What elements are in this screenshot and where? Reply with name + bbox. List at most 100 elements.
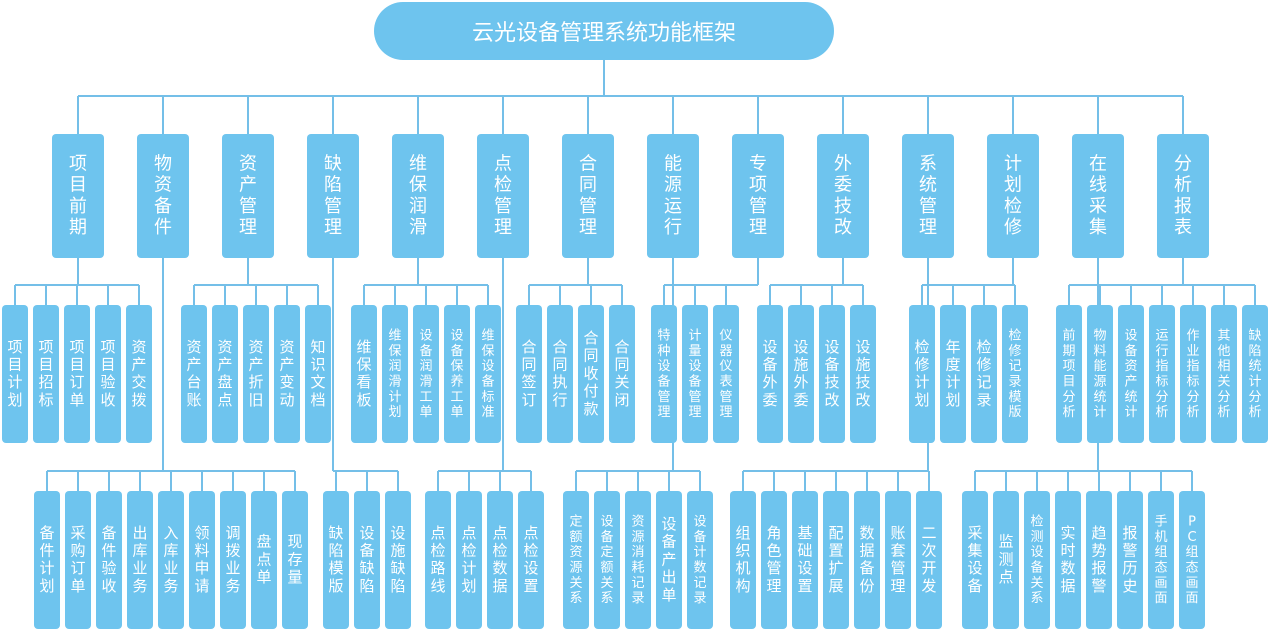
child-9-0-box: [757, 305, 783, 443]
child-12-1-label: 监测点: [998, 533, 1013, 586]
child-2-0-label: 资产台账: [186, 338, 201, 409]
child-12-2-label: 检测设备关系: [1030, 514, 1043, 606]
category-5-label: 点检管理: [494, 153, 512, 238]
child-2-4: 知识文档: [305, 305, 331, 443]
child-1-3-box: [127, 491, 153, 629]
child-2-2-label: 资产折旧: [248, 338, 263, 409]
child-10-2: 基础设置: [792, 491, 818, 629]
category-11-label: 计划检修: [1004, 153, 1022, 238]
child-9-1-box: [788, 305, 814, 443]
child-12-0-label: 采集设备: [967, 524, 982, 595]
child-13-5: 其他相关分析: [1211, 305, 1237, 443]
child-5-1-label: 点检计划: [461, 524, 476, 595]
child-3-0-box: [323, 491, 349, 629]
child-5-1: 点检计划: [456, 491, 482, 629]
child-4-1: 维保润滑计划: [382, 305, 408, 443]
child-13-3-label: 运行指标分析: [1155, 328, 1168, 420]
child-13-1-box: [1087, 305, 1113, 443]
child-12-4-box: [1086, 491, 1112, 629]
child-9-0: 设备外委: [757, 305, 783, 443]
child-6-3: 合同关闭: [609, 305, 635, 443]
child-0-0: 项目计划: [2, 305, 28, 443]
child-13-5-label: 其他相关分析: [1217, 328, 1230, 420]
child-1-7-label: 盘点单: [256, 533, 271, 586]
child-10-1: 角色管理: [761, 491, 787, 629]
child-1-6: 调拨业务: [220, 491, 246, 629]
category-10: 系统管理: [902, 134, 954, 258]
child-12-3-label: 实时数据: [1060, 524, 1075, 595]
category-0-label: 项目前期: [69, 153, 87, 238]
child-13-4: 作业指标分析: [1180, 305, 1206, 443]
child-11-1-box: [940, 305, 966, 443]
child-13-1: 物料能源统计: [1087, 305, 1113, 443]
child-6-3-box: [609, 305, 635, 443]
child-0-3: 项目验收: [95, 305, 121, 443]
category-10-label: 系统管理: [919, 153, 937, 238]
child-3-2-box: [385, 491, 411, 629]
child-1-5: 领料申请: [189, 491, 215, 629]
child-5-0-label: 点检路线: [430, 524, 445, 595]
child-11-0-label: 检修计划: [914, 338, 929, 409]
child-2-1-label: 资产盘点: [217, 338, 232, 409]
category-6-label: 合同管理: [579, 153, 597, 238]
child-13-6-label: 缺陷统计分析: [1248, 328, 1261, 420]
child-1-8: 现存量: [282, 491, 308, 629]
child-1-5-box: [189, 491, 215, 629]
category-3: 缺陷管理: [307, 134, 359, 258]
child-8-2: 仪器仪表管理: [713, 305, 739, 443]
child-2-0-box: [181, 305, 207, 443]
child-11-2-box: [971, 305, 997, 443]
child-5-0-box: [425, 491, 451, 629]
category-9: 外委技改: [817, 134, 869, 258]
child-7-3-box: [656, 491, 682, 629]
child-6-3-label: 合同关闭: [614, 338, 629, 409]
child-10-5: 账套管理: [885, 491, 911, 629]
child-6-1: 合同执行: [547, 305, 573, 443]
child-3-1-label: 设备缺陷: [359, 524, 374, 595]
category-2-box: [222, 134, 274, 258]
child-13-1-label: 物料能源统计: [1093, 328, 1106, 420]
child-12-4: 趋势报警: [1086, 491, 1112, 629]
child-13-3: 运行指标分析: [1149, 305, 1175, 443]
child-8-1-label: 计量设备管理: [688, 328, 701, 420]
category-11: 计划检修: [987, 134, 1039, 258]
category-4-box: [392, 134, 444, 258]
child-0-2: 项目订单: [64, 305, 90, 443]
child-3-0-label: 缺陷模版: [328, 524, 343, 595]
child-1-4-label: 入库业务: [163, 524, 178, 595]
child-2-4-box: [305, 305, 331, 443]
child-12-6-label: 手机组态画面: [1154, 514, 1167, 606]
child-4-3-box: [444, 305, 470, 443]
child-9-2: 设备技改: [819, 305, 845, 443]
category-0: 项目前期: [52, 134, 104, 258]
category-1-label: 物资备件: [154, 153, 172, 238]
child-10-4: 数据备份: [854, 491, 880, 629]
child-4-3: 设备保养工单: [444, 305, 470, 443]
child-1-0-box: [34, 491, 60, 629]
category-8-box: [732, 134, 784, 258]
child-12-1: 监测点: [993, 491, 1019, 629]
child-3-1-box: [354, 491, 380, 629]
child-4-0-box: [351, 305, 377, 443]
child-7-3: 设备产出单: [656, 491, 682, 629]
child-1-3-label: 出库业务: [132, 524, 147, 595]
child-12-2: 检测设备关系: [1024, 491, 1050, 629]
child-10-3: 配置扩展: [823, 491, 849, 629]
child-4-2: 设备润滑工单: [413, 305, 439, 443]
child-9-1: 设施外委: [788, 305, 814, 443]
category-13: 分析报表: [1157, 134, 1209, 258]
child-5-3-box: [518, 491, 544, 629]
child-1-8-box: [282, 491, 308, 629]
child-5-3-label: 点检设置: [523, 524, 538, 595]
child-6-1-box: [547, 305, 573, 443]
child-0-4-box: [126, 305, 152, 443]
child-9-0-label: 设备外委: [762, 338, 777, 409]
connector-lines: [14, 60, 1256, 491]
child-10-3-label: 配置扩展: [828, 524, 843, 595]
child-7-2: 资源消耗记录: [625, 491, 651, 629]
child-11-0-box: [909, 305, 935, 443]
child-12-3-box: [1055, 491, 1081, 629]
child-1-6-label: 调拨业务: [225, 524, 240, 595]
child-12-1-box: [993, 491, 1019, 629]
